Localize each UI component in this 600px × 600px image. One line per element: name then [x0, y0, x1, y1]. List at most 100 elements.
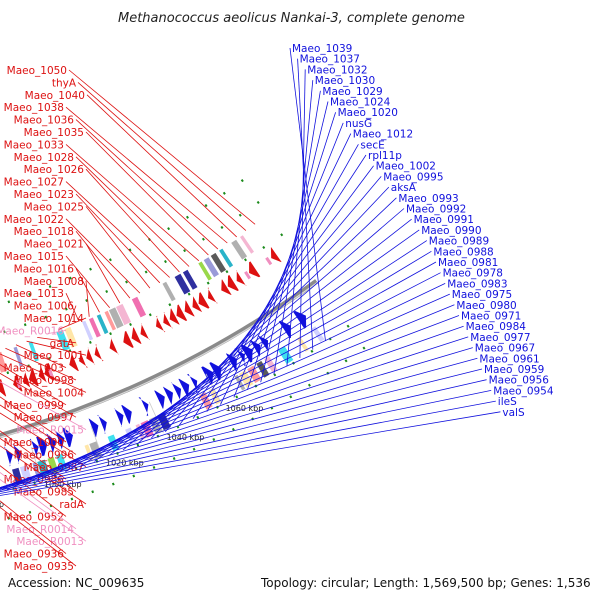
left-label-leader: [0, 430, 67, 480]
reverse-gene-arrow: [46, 433, 56, 453]
rna-feature: [244, 271, 251, 280]
cog-color-block: [231, 239, 248, 260]
cog-color-block: [256, 360, 270, 378]
left-label-leader: [77, 82, 247, 231]
gene-label: Maeo_R0014: [6, 524, 74, 536]
left-label-leader: [85, 168, 180, 273]
left-label-leader: [0, 412, 87, 468]
forward-gene-arrow: [227, 275, 239, 291]
forward-gene-arrow: [79, 350, 88, 368]
right-label-leader: [122, 208, 405, 451]
left-label-leader: [47, 330, 67, 334]
reverse-gene-arrow: [154, 390, 165, 409]
forward-gene-arrow: [176, 304, 188, 321]
right-label-leader: [0, 304, 455, 491]
gene-label: Maeo_0977: [470, 332, 530, 344]
forward-gene-arrow: [28, 368, 39, 387]
gene-label: Maeo_0990: [421, 225, 481, 237]
gene-label: rpl11p: [368, 150, 402, 162]
left-label-leader: [85, 243, 121, 304]
gene-label: Maeo_0988: [433, 246, 493, 258]
left-label-leader: [65, 218, 141, 294]
reverse-gene-arrow: [138, 397, 149, 417]
left-label-leader: [85, 206, 151, 289]
left-label-leader: [68, 305, 77, 326]
left-label-leader: [65, 181, 170, 278]
gene-label: Maeo_R0016: [0, 325, 64, 337]
forward-gene-arrow: [156, 315, 166, 333]
map-title: Methanococcus aeolicus Nankai-3, complet…: [118, 11, 465, 26]
cog-color-block: [56, 329, 70, 352]
reverse-gene-arrow: [29, 438, 39, 459]
left-label-leader: [65, 106, 228, 244]
cog-color-block: [28, 341, 39, 362]
cog-color-block: [199, 392, 213, 410]
left-label-leader: [0, 500, 67, 554]
right-label-leader: [0, 315, 460, 490]
gene-label: aksA: [391, 182, 417, 194]
forward-gene-arrow: [270, 247, 282, 263]
gene-label: Maeo_0993: [398, 193, 458, 205]
gene-label: Maeo_0980: [456, 300, 516, 312]
gene-label: Maeo_1029: [322, 86, 382, 98]
left-label-leader: [5, 347, 77, 381]
gene-label: Maeo_0991: [414, 214, 474, 226]
cog-color-block: [208, 388, 221, 405]
backbone-ring: [0, 279, 319, 439]
right-label-leader: [0, 411, 501, 496]
gene-label: Maeo_1008: [24, 276, 84, 288]
cog-color-block: [278, 346, 294, 365]
forward-gene-arrow: [86, 347, 96, 365]
cog-color-block: [104, 310, 116, 331]
gene-label: Maeo_1036: [14, 115, 75, 127]
gene-label: Maeo_1014: [24, 313, 85, 325]
forward-gene-arrow: [69, 354, 79, 372]
gene-label: Maeo_1038: [4, 102, 64, 114]
gene-label: Maeo_0985: [14, 487, 74, 499]
gene-label: gatA: [50, 338, 75, 350]
reverse-gene-arrow: [178, 378, 190, 397]
cog-color-block: [240, 235, 254, 254]
forward-gene-arrow: [198, 292, 210, 309]
forward-gene-arrow: [38, 365, 48, 383]
right-label-leader: [233, 122, 344, 398]
gene-label: Maeo_1022: [4, 214, 64, 226]
gene-label: Maeo_0992: [406, 204, 466, 216]
right-label-leader: [164, 176, 382, 433]
gene-label: Maeo_0997: [14, 412, 74, 424]
gene-label: Maeo_0983: [447, 278, 507, 290]
right-label-leader: [0, 325, 464, 489]
cog-color-block: [210, 252, 227, 273]
gene-label: Maeo_1000: [4, 437, 64, 449]
gene-label: Maeo_1032: [307, 64, 367, 76]
reverse-gene-arrow: [293, 310, 307, 329]
gene-label: Maeo_1013: [4, 288, 64, 300]
right-label-leader: [0, 379, 487, 491]
gene-label: Maeo_0975: [452, 289, 512, 301]
reverse-gene-arrow: [97, 414, 107, 434]
gene-label: Maeo_1026: [24, 164, 85, 176]
gene-label: Maeo_0981: [438, 257, 498, 269]
gene-label: Maeo_1037: [300, 54, 360, 66]
left-label-leader: [0, 465, 67, 517]
left-label-leader: [85, 131, 209, 256]
gene-label: Maeo_1020: [338, 107, 398, 119]
right-label-leader: [286, 80, 314, 367]
reverse-gene-arrow: [36, 436, 48, 457]
gene-label: Maeo_1006: [14, 301, 75, 313]
gene-label: Maeo_1028: [14, 152, 74, 164]
gene-label: Maeo_1033: [4, 139, 64, 151]
tick-label: 1020 kbp: [106, 459, 144, 468]
genome-backbone: [0, 179, 366, 522]
right-label-leader: [0, 368, 483, 490]
cog-color-block: [162, 281, 176, 302]
gene-label: Maeo_0978: [443, 268, 503, 280]
cog-color-block: [131, 296, 147, 318]
gene-labels: Maeo_1050thyAMaeo_1040Maeo_1038Maeo_1036…: [0, 43, 554, 573]
left-label-leader: [26, 340, 87, 356]
gene-label: thyA: [52, 77, 77, 89]
gene-label: Maeo_1003: [4, 363, 64, 375]
gene-label: Maeo_0956: [489, 375, 550, 387]
gene-label: Maeo_1027: [4, 177, 64, 189]
left-label-leader: [0, 506, 77, 567]
